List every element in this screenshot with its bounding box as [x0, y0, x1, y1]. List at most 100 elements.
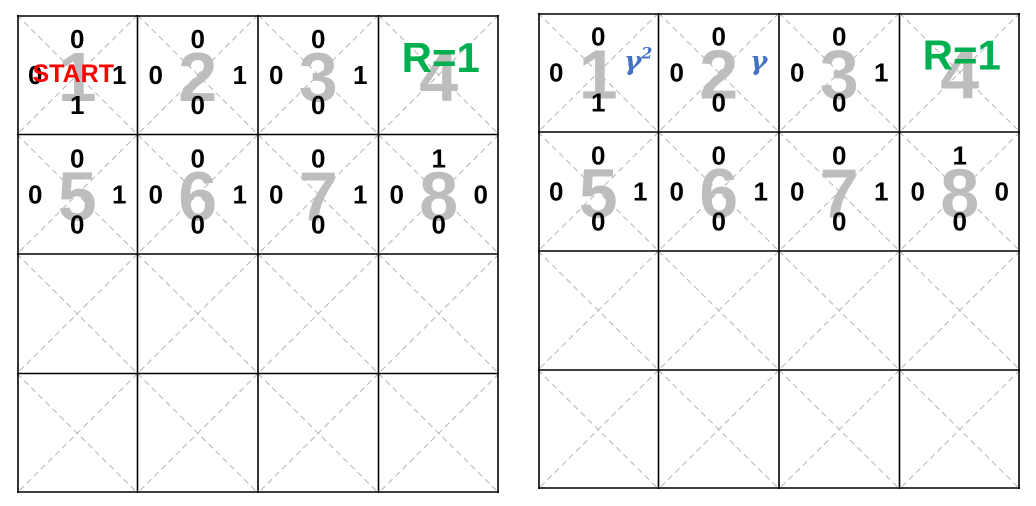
q-value-up: 0: [832, 22, 846, 52]
state-number: 2: [699, 36, 738, 114]
cell-diagonals: [257, 373, 379, 494]
state-number: 6: [178, 157, 217, 235]
cell-diagonals: [537, 250, 659, 371]
q-value-right: 1: [233, 60, 247, 90]
q-value-right: 0: [995, 177, 1009, 207]
state-value: γ2: [624, 44, 652, 77]
grid-lines: [17, 15, 499, 493]
cell-diagonals: [137, 253, 259, 374]
state-number: 5: [579, 155, 618, 233]
q-value-down: 0: [191, 209, 205, 239]
q-value-up: 1: [953, 141, 967, 171]
cell-diagonals: [378, 253, 500, 374]
cell-diagonals: [658, 250, 780, 371]
q-value-down: 0: [191, 90, 205, 120]
q-value-left: 0: [549, 177, 563, 207]
state-number: 3: [299, 38, 338, 116]
q-value-right: 1: [233, 179, 247, 209]
q-value-left: 0: [790, 177, 804, 207]
q-value-down: 1: [591, 88, 605, 118]
state-number: 5: [58, 157, 97, 235]
q-value-right: 1: [754, 177, 768, 207]
cell-diagonals: [137, 14, 259, 135]
state-number: 7: [299, 157, 338, 235]
cell-diagonals: [658, 12, 780, 133]
state-number: 1: [579, 36, 618, 114]
cell-diagonals: [16, 253, 138, 374]
q-value-left: 0: [149, 179, 163, 209]
q-value-up: 0: [832, 141, 846, 171]
state-number: 1: [58, 38, 97, 116]
q-value-up: 0: [191, 24, 205, 54]
q-value-down: 0: [832, 88, 846, 118]
q-value-left: 0: [28, 179, 42, 209]
state-number: 8: [940, 155, 979, 233]
cell-diagonals: [537, 12, 659, 133]
state-number: 7: [820, 155, 859, 233]
q-value-left: 0: [28, 60, 42, 90]
q-value-down: 1: [70, 90, 84, 120]
state-number: 4: [940, 36, 979, 114]
reward-label: R=1: [923, 32, 1001, 79]
q-value-right: 1: [112, 179, 126, 209]
q-value-up: 0: [70, 143, 84, 173]
cell-diagonals: [899, 369, 1021, 490]
cell-diagonals: [378, 14, 500, 135]
q-value-right: 0: [474, 179, 488, 209]
cell-diagonals: [778, 250, 900, 371]
q-value-up: 1: [432, 143, 446, 173]
q-value-left: 0: [390, 179, 404, 209]
q-value-left: 0: [269, 60, 283, 90]
cell-diagonals: [257, 253, 379, 374]
start-label: START: [33, 60, 114, 88]
cell-diagonals: [899, 12, 1021, 133]
q-value-down: 0: [712, 207, 726, 237]
q-value-down: 0: [953, 207, 967, 237]
cell-diagonals: [16, 14, 138, 135]
state-value-base: γ: [624, 47, 643, 77]
q-value-left: 0: [790, 58, 804, 88]
q-value-down: 0: [311, 209, 325, 239]
q-value-up: 0: [712, 141, 726, 171]
cell-diagonals: [537, 131, 659, 252]
cell-diagonals: [378, 134, 500, 255]
state-value-exponent: 2: [640, 44, 652, 63]
q-value-left: 0: [911, 177, 925, 207]
state-value-base: γ: [750, 47, 769, 77]
cell-diagonals: [778, 369, 900, 490]
state-number: 2: [178, 38, 217, 116]
q-value-up: 0: [591, 141, 605, 171]
state-number: 8: [419, 157, 458, 235]
state-number: 6: [699, 155, 738, 233]
cell-diagonals: [899, 131, 1021, 252]
cell-diagonals: [257, 14, 379, 135]
q-value-left: 0: [149, 60, 163, 90]
q-value-right: 1: [353, 179, 367, 209]
q-value-right: 1: [112, 60, 126, 90]
cell-diagonals: [658, 369, 780, 490]
q-value-left: 0: [670, 58, 684, 88]
cell-diagonals: [16, 134, 138, 255]
q-value-right: 1: [353, 60, 367, 90]
q-value-up: 0: [311, 24, 325, 54]
cell-diagonals: [16, 373, 138, 494]
grid-lines: [538, 13, 1020, 489]
q-value-left: 0: [549, 58, 563, 88]
q-value-down: 0: [70, 209, 84, 239]
cell-diagonals: [658, 131, 780, 252]
q-value-down: 0: [432, 209, 446, 239]
